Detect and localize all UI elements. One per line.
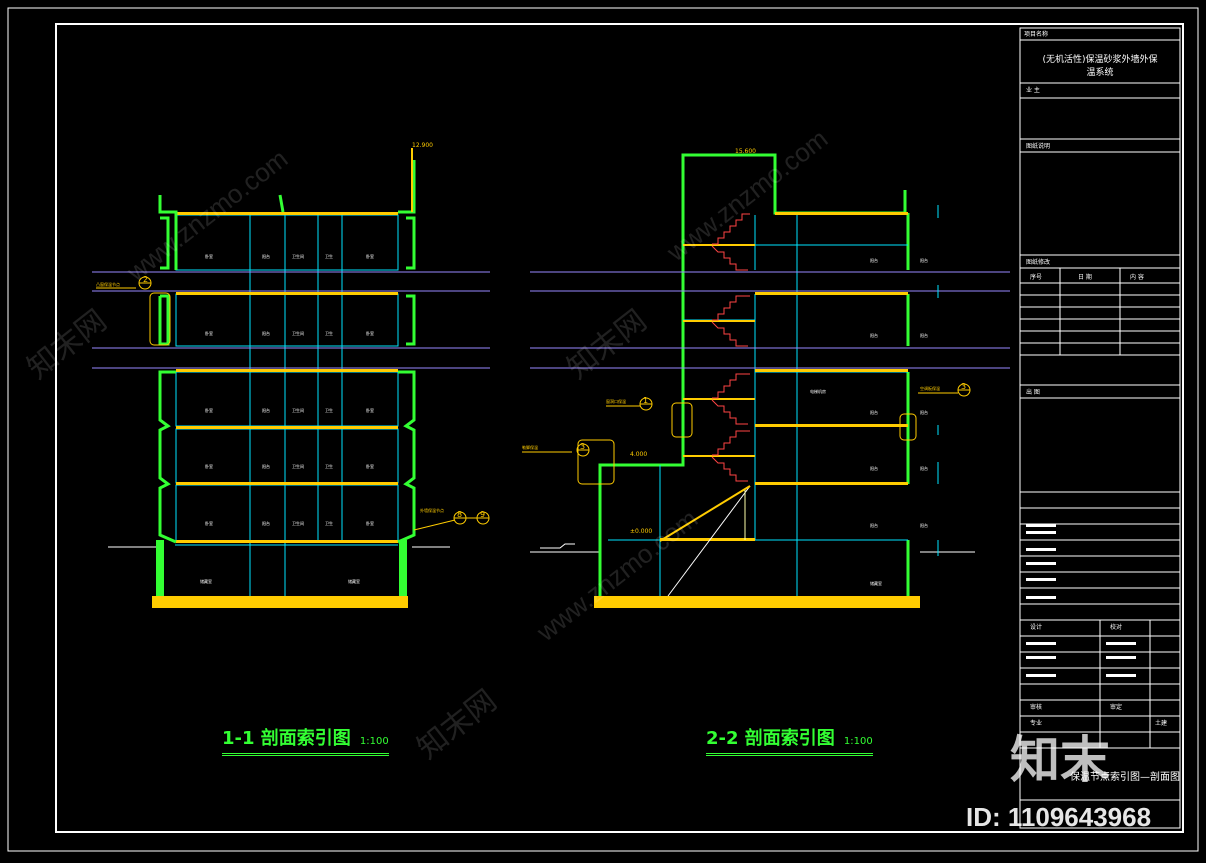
svg-text:储藏室: 储藏室 [348,578,360,584]
svg-text:阳台: 阳台 [262,253,270,259]
svg-text:阳台: 阳台 [870,409,878,415]
signoff-right-1: 校对 [1110,624,1123,631]
section-1-1-title: 1-1 剖面索引图 [222,728,351,749]
svg-text:卧室: 卧室 [205,407,213,413]
svg-text:阳台: 阳台 [870,257,878,263]
svg-text:卧室: 卧室 [205,520,213,526]
svg-text:卧室: 卧室 [205,253,213,259]
section-2-2: 15.600 4.000 ±0.000 阳台阳台 阳台阳台 电梯机房阳台阳台 阳… [522,148,1010,608]
section-1-1-title-group: 1-1 剖面索引图 1:100 [222,724,389,756]
svg-text:阳台: 阳台 [920,409,928,415]
svg-text:勒脚保温: 勒脚保温 [522,444,538,450]
svg-text:阳台: 阳台 [920,465,928,471]
callout-2-left [96,276,171,346]
watermark-id: ID: 1109643968 [966,802,1152,832]
revision-header-3: 内 容 [1130,274,1144,281]
section-2-2-scale: 1:100 [843,736,873,747]
svg-text:4.000: 4.000 [630,451,647,458]
svg-text:卫生: 卫生 [325,330,333,336]
svg-text:储藏室: 储藏室 [870,580,882,586]
svg-text:凸窗保温节点: 凸窗保温节点 [96,281,120,287]
svg-text:8: 8 [457,510,462,519]
svg-text:阳台: 阳台 [870,465,878,471]
owner-label: 业 主 [1026,87,1040,94]
title-block-marks [1026,524,1136,677]
drawing-note-label: 图纸说明 [1026,143,1051,150]
drawing-title: 保温节点索引图—剖面图 [1070,772,1180,783]
svg-text:±0.000: ±0.000 [630,528,652,535]
svg-text:3: 3 [580,442,585,451]
foundation-slab-2 [594,596,920,608]
svg-text:电梯机房: 电梯机房 [810,388,826,394]
svg-text:卧室: 卧室 [366,330,374,336]
svg-text:阳台: 阳台 [262,520,270,526]
signoff-left-3: 专业 [1030,720,1043,727]
svg-text:窗洞口保温: 窗洞口保温 [606,398,626,404]
outer-frame [7,7,1199,852]
foundation-slab-1 [152,596,408,608]
svg-text:阳台: 阳台 [870,332,878,338]
stamp-label: 出 图 [1026,389,1040,396]
svg-text:12.900: 12.900 [412,142,433,149]
watermark-logo: 知末 [1010,732,1110,788]
svg-text:卫生间: 卫生间 [292,407,304,413]
inner-frame [55,23,1184,833]
svg-text:3: 3 [961,382,966,391]
svg-text:卫生间: 卫生间 [292,330,304,336]
svg-text:阳台: 阳台 [870,522,878,528]
signoff-left-2: 审核 [1030,704,1043,711]
revision-header-1: 序号 [1030,274,1043,281]
svg-text:外墙保温节点: 外墙保温节点 [420,507,444,513]
signoff-right-2: 审定 [1110,704,1123,711]
svg-text:卧室: 卧室 [205,463,213,469]
project-name-line1: (无机活性)保温砂浆外墙外保 [1042,55,1158,65]
svg-text:卫生: 卫生 [325,253,333,259]
svg-text:阳台: 阳台 [262,330,270,336]
svg-text:9: 9 [480,510,485,519]
svg-text:卧室: 卧室 [366,407,374,413]
svg-text:阳台: 阳台 [920,332,928,338]
svg-text:卫生: 卫生 [325,520,333,526]
svg-text:空调板保温: 空调板保温 [920,385,940,391]
section-2-2-title-group: 2-2 剖面索引图 1:100 [706,724,873,756]
svg-text:阳台: 阳台 [920,522,928,528]
signoff-left-1: 设计 [1030,624,1043,631]
svg-text:1: 1 [643,396,648,405]
svg-text:卫生间: 卫生间 [292,520,304,526]
section-1-1: 12.900 卧室阳台卫生间卫生卧室 卧室阳台卫生间卫生卧室 卧室阳台卫生间卫生… [92,142,490,608]
project-name-line2: 温系统 [1086,68,1114,78]
svg-text:2: 2 [143,275,148,284]
svg-text:卧室: 卧室 [205,330,213,336]
svg-text:卫生间: 卫生间 [292,463,304,469]
svg-text:阳台: 阳台 [262,463,270,469]
svg-text:卫生: 卫生 [325,407,333,413]
callout-8-9 [413,511,490,531]
svg-text:卧室: 卧室 [366,253,374,259]
svg-text:储藏室: 储藏室 [200,578,212,584]
project-name-header: 项目名称 [1024,31,1049,38]
signoff-right-3: 土建 [1155,720,1168,727]
svg-text:卧室: 卧室 [366,520,374,526]
svg-text:15.600: 15.600 [735,148,756,155]
svg-text:卫生: 卫生 [325,463,333,469]
title-block [1019,27,1181,829]
section-2-2-title: 2-2 剖面索引图 [706,728,835,749]
svg-text:卫生间: 卫生间 [292,253,304,259]
svg-text:阳台: 阳台 [262,407,270,413]
svg-text:卧室: 卧室 [366,463,374,469]
stair-runs [711,213,750,482]
revision-label: 图纸修改 [1026,259,1051,266]
section-1-1-scale: 1:100 [359,736,389,747]
revision-header-2: 日 期 [1078,274,1092,281]
svg-text:阳台: 阳台 [920,257,928,263]
